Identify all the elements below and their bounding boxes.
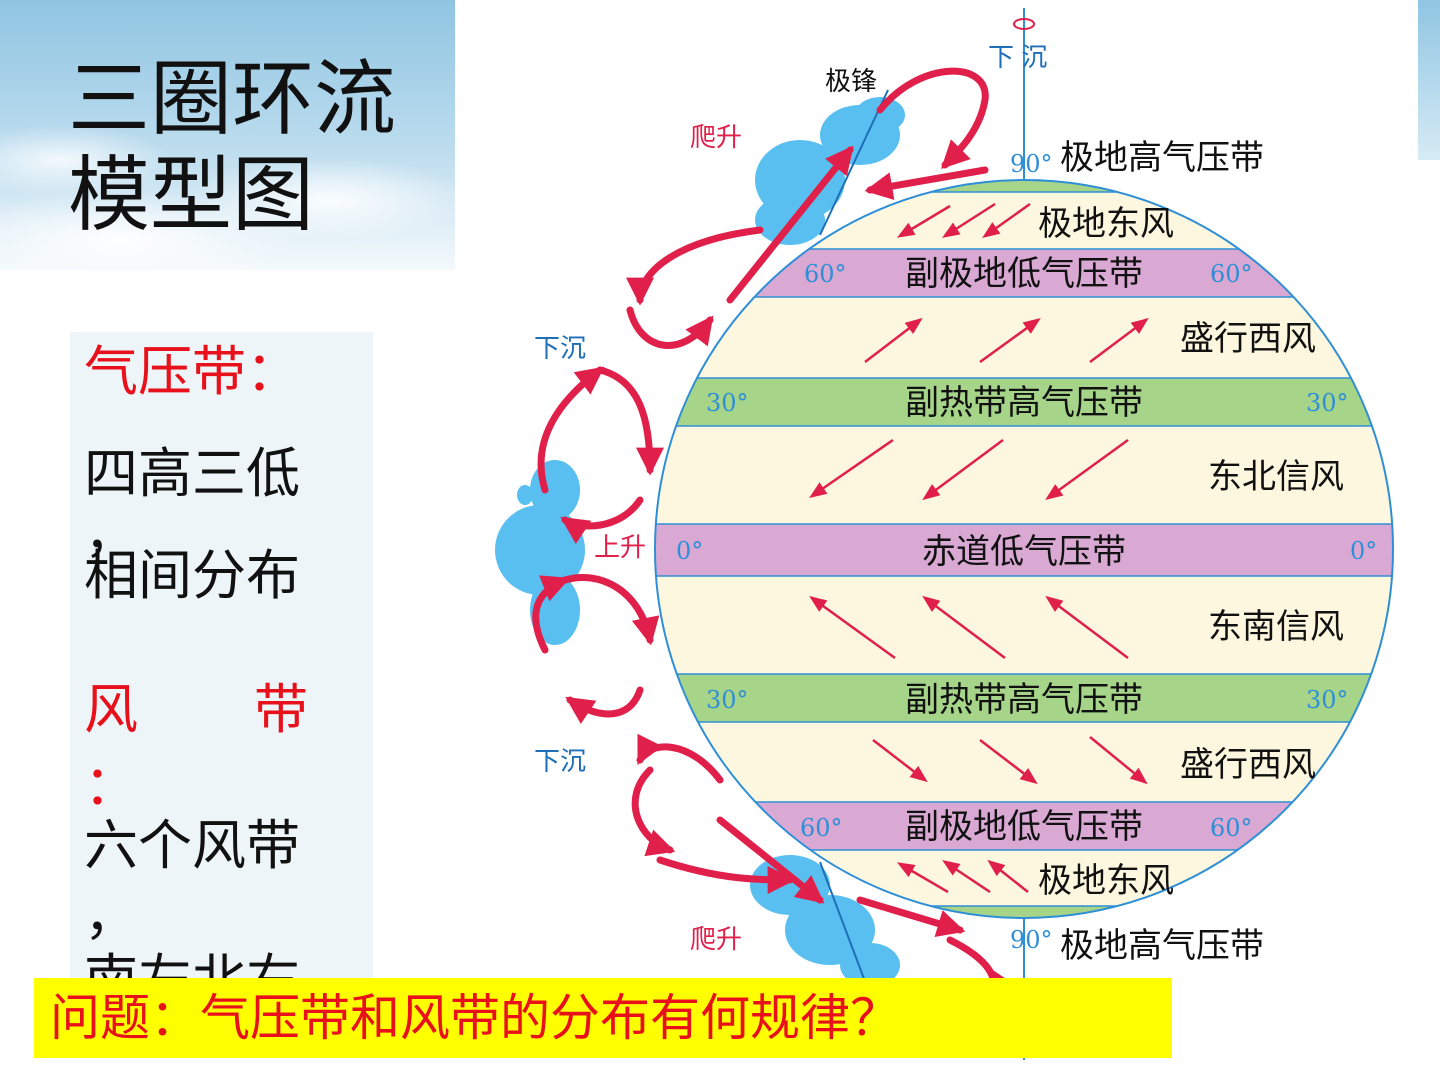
label-polar-front: 极锋	[825, 66, 877, 96]
wind-westerly-south: 盛行西风	[1180, 746, 1316, 784]
wind-colon: ：	[84, 754, 138, 817]
wind-line-1: 六个风带	[84, 814, 300, 877]
belt-subtropical-high-north: 副热带高气压带	[905, 384, 1143, 422]
lat-90-north: 90°	[1010, 150, 1053, 178]
label-sink-30n: 下沉	[534, 333, 586, 363]
belt-polar-high-north: 极地高气压带	[1060, 139, 1264, 177]
lat-60-north-left: 60°	[804, 260, 847, 288]
slide-title: 三圈环流 模型图	[68, 52, 428, 244]
wind-polar-easterly-south: 极地东风	[1038, 862, 1174, 900]
sky-background	[0, 0, 455, 270]
wind-heading-1: 风	[84, 678, 138, 741]
lat-0-right: 0°	[1350, 537, 1377, 565]
wind-line-2: ，	[84, 884, 138, 947]
wind-se-trade: 东南信风	[1208, 608, 1344, 646]
circulation-cells	[532, 67, 1015, 1000]
pressure-line-2: ，	[84, 502, 138, 565]
band-subtropical-high-north	[655, 378, 1393, 426]
pressure-line-3: 相间分布	[84, 544, 300, 607]
earth-outline	[654, 179, 1394, 919]
band-equatorial-low	[655, 524, 1393, 576]
lat-30-north-left: 30°	[706, 389, 749, 417]
label-climb-north: 爬升	[690, 122, 742, 152]
wind-heading-2: 带	[254, 678, 308, 741]
wind-ne-trade: 东北信风	[1208, 458, 1344, 496]
lat-30-south-left: 30°	[706, 686, 749, 714]
pressure-heading: 气压带：	[84, 340, 300, 403]
band-subtropical-high-south	[655, 674, 1393, 722]
question-text: 问题：气压带和风带的分布有何规律？	[50, 989, 900, 1047]
belt-equatorial-low: 赤道低气压带	[922, 533, 1126, 571]
label-climb-south: 爬升	[690, 924, 742, 954]
surface-wind-arrows	[809, 202, 1149, 894]
lat-60-south-right: 60°	[1210, 814, 1253, 842]
lat-0-left: 0°	[676, 537, 703, 565]
belt-subpolar-low-north: 副极地低气压带	[905, 255, 1143, 293]
label-sink-30s: 下沉	[534, 746, 586, 776]
label-rise-equator: 上升	[594, 532, 646, 562]
cloud-equator	[495, 460, 585, 645]
rotation-icon	[1013, 18, 1035, 30]
title-line-1: 三圈环流	[68, 52, 397, 147]
wind-westerly-north: 盛行西风	[1180, 320, 1316, 358]
sky-background-right	[1418, 0, 1440, 160]
wind-polar-easterly-north: 极地东风	[1038, 205, 1174, 243]
label-sink-top: 下 沉	[988, 42, 1047, 72]
belt-subpolar-low-south: 副极地低气压带	[905, 808, 1143, 846]
question-banner: 问题：气压带和风带的分布有何规律？	[34, 978, 1172, 1058]
lat-60-north-right: 60°	[1210, 260, 1253, 288]
polar-front-south	[819, 861, 873, 1001]
lat-60-south-left: 60°	[800, 814, 843, 842]
polar-front-north	[819, 89, 889, 236]
summary-panel: 气压带： 四高三低 ， 相间分布 风 带 ： 六个风带 ， 南左北右	[70, 332, 373, 1018]
lat-30-north-right: 30°	[1306, 389, 1349, 417]
pressure-line-1: 四高三低	[84, 442, 300, 505]
belt-subtropical-high-south: 副热带高气压带	[905, 681, 1143, 719]
lat-90-south: 90°	[1010, 926, 1053, 954]
title-line-2: 模型图	[68, 148, 315, 243]
belt-polar-high-south: 极地高气压带	[1060, 927, 1264, 965]
lat-30-south-right: 30°	[1306, 686, 1349, 714]
